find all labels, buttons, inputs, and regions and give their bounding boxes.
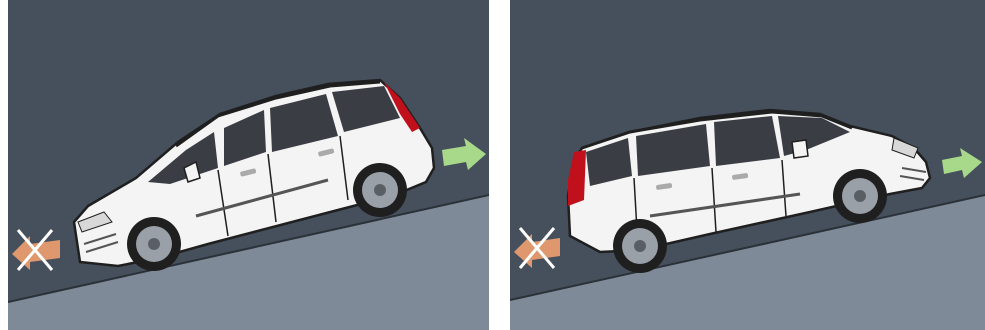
window-middle-2 [714,116,780,166]
rear-wheel [353,163,407,217]
front-wheel [127,217,181,271]
side-mirror [792,140,808,158]
scene-left-svg [8,0,489,330]
scene-right-svg [510,0,985,330]
panel-left-car-facing-left [8,0,489,330]
front-wheel [833,169,887,223]
rear-wheel [613,219,667,273]
panel-right-car-facing-right [510,0,985,330]
